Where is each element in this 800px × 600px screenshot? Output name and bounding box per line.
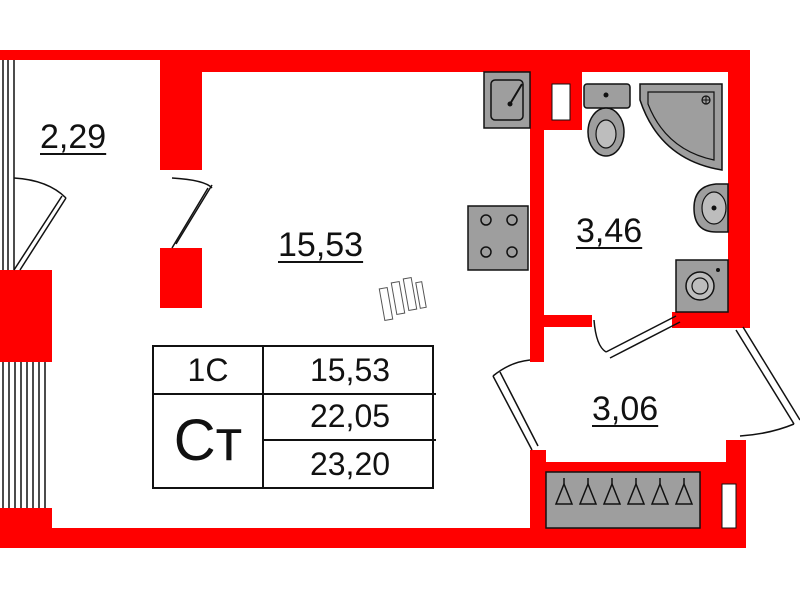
legend-divider-vertical <box>262 347 264 487</box>
shower-icon <box>639 83 723 171</box>
hallway-area-label: 3,06 <box>592 390 659 428</box>
washbasin-icon <box>693 183 729 233</box>
living-area-value: 15,53 <box>309 352 391 388</box>
doors <box>13 177 800 451</box>
total-area-with-balcony-value: 23,20 <box>309 446 391 482</box>
wardrobe-hangers-icon <box>545 471 701 529</box>
corridor-area-label: 2,29 <box>40 118 107 156</box>
legend-divider-right-2 <box>262 439 436 441</box>
sink-icon <box>483 71 531 129</box>
stove-icon <box>467 205 529 271</box>
total-area-value: 22,05 <box>309 398 391 434</box>
legend-divider-right-1 <box>262 393 436 395</box>
legend-divider-left <box>154 393 262 395</box>
wall-niche <box>721 483 737 529</box>
fridge-icon <box>378 276 427 322</box>
type-code: Ст <box>173 408 243 473</box>
rooms-code: 1С <box>187 352 229 388</box>
bathroom-area-label: 3,46 <box>576 212 643 250</box>
washing-machine-icon <box>675 259 729 313</box>
walls <box>0 50 750 548</box>
toilet-icon <box>583 83 631 157</box>
apartment-summary-table: 1С Ст 15,53 22,05 23,20 <box>152 345 436 489</box>
vent-shaft <box>551 83 571 121</box>
main-room-area-label: 15,53 <box>278 226 364 264</box>
